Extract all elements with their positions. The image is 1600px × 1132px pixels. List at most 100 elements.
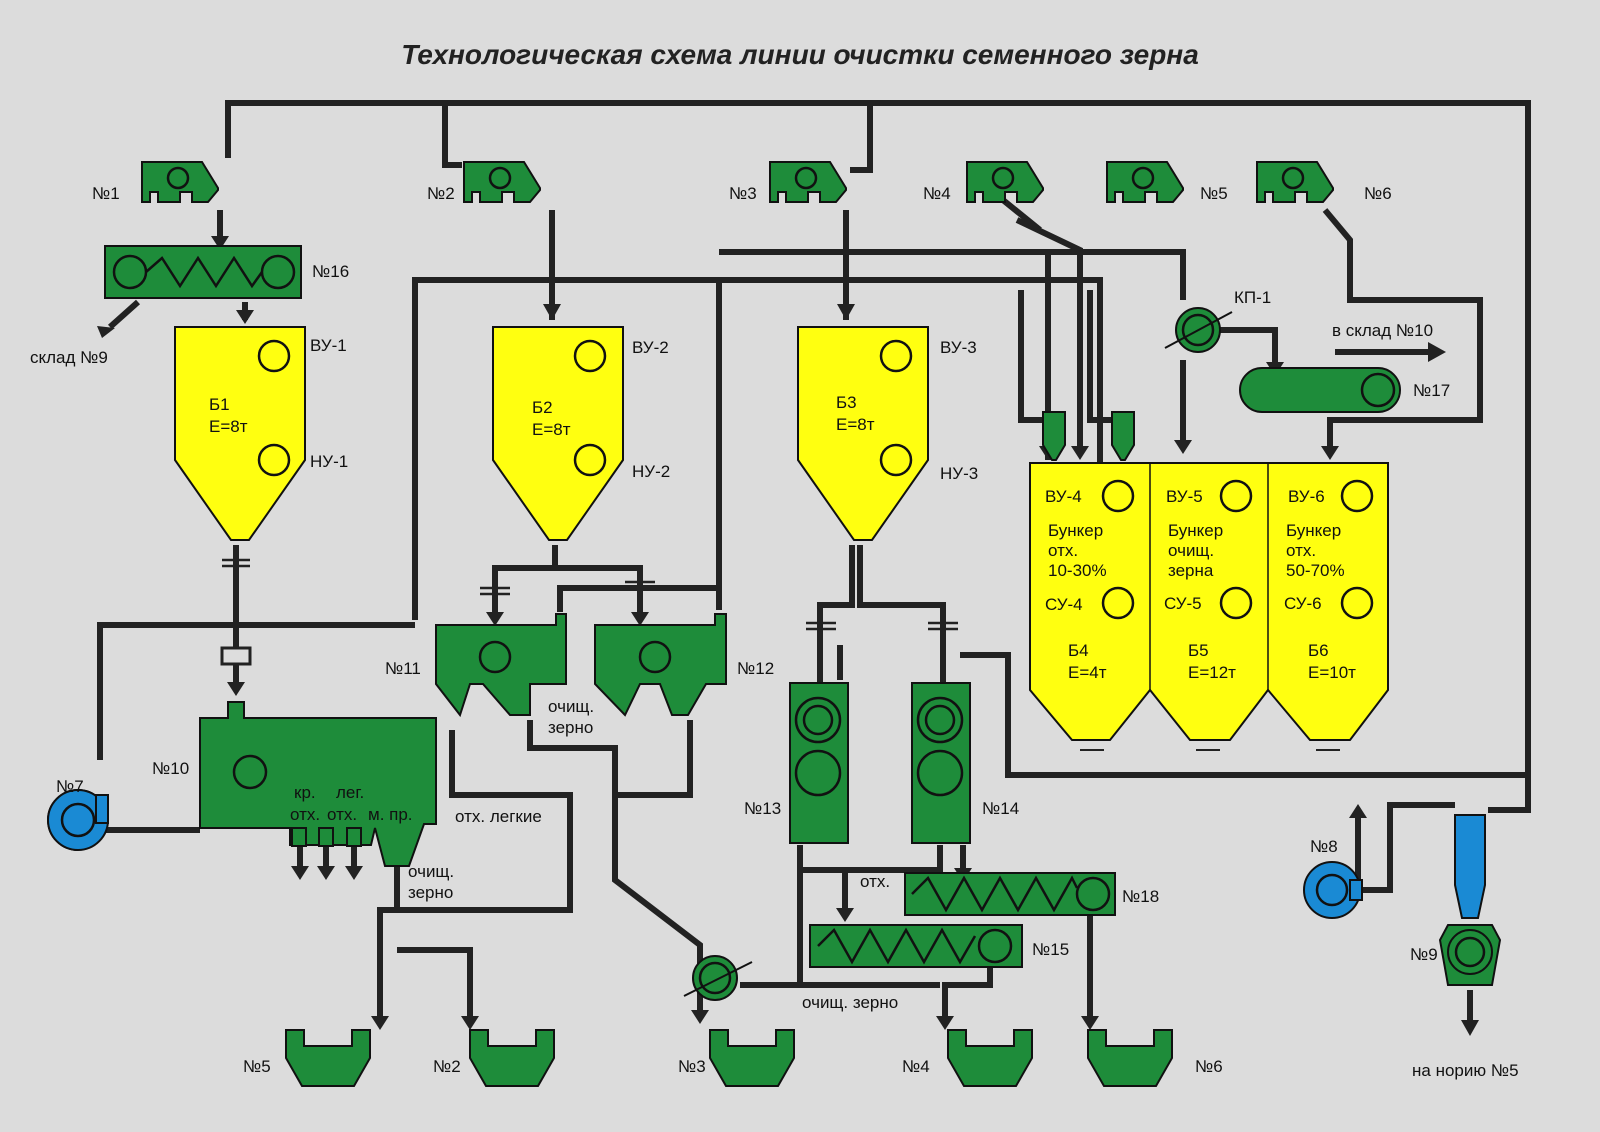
separator-10 — [199, 701, 437, 867]
bunker-b4-line3: 10-30% — [1048, 561, 1107, 580]
bunker-b6-capacity: Е=10т — [1308, 663, 1356, 682]
elevator-6-label: №6 — [1364, 184, 1392, 203]
elevator-2-label: №2 — [427, 184, 455, 203]
conveyor-17-label: №17 — [1413, 381, 1450, 400]
bunker-b4-line2: отх. — [1048, 541, 1078, 560]
bunker-group — [1029, 462, 1389, 751]
pipes — [97, 100, 1531, 1020]
bin-b1-top-level: ВУ-1 — [310, 336, 347, 355]
bin-b2-bottom-level: НУ-2 — [632, 462, 670, 481]
unloader-4 — [947, 1029, 1033, 1087]
separator-12 — [594, 613, 727, 717]
bunker-b6-top-level: ВУ-6 — [1288, 487, 1325, 506]
bin-b1-capacity: Е=8т — [209, 417, 248, 436]
bunker-b6-name: Б6 — [1308, 641, 1329, 660]
conveyor-16-label: №16 — [312, 262, 349, 281]
elevator-3 — [768, 160, 848, 204]
sklad-10-label: в склад №10 — [1332, 321, 1433, 340]
bunker-b5-line1: Бункер — [1168, 521, 1223, 540]
bunker-b5-mid-level: СУ-5 — [1164, 594, 1202, 613]
ochish-label-2: очищ. — [548, 697, 594, 716]
bunker-b6-line2: отх. — [1286, 541, 1316, 560]
column-13-label: №13 — [744, 799, 781, 818]
screw-conveyor-16 — [104, 245, 302, 299]
bunker-b5-line2: очищ. — [1168, 541, 1214, 560]
zerno-label-2: зерно — [548, 718, 593, 737]
belt-conveyor-17 — [1239, 367, 1401, 413]
kp1-label: КП-1 — [1234, 288, 1271, 307]
bunker-b4-capacity: Е=4т — [1068, 663, 1107, 682]
bin-b3-top-level: ВУ-3 — [940, 338, 977, 357]
elevator-3-label: №3 — [729, 184, 757, 203]
separator-11-label: №11 — [385, 659, 421, 678]
otx-legkie-label: отх. легкие — [455, 807, 542, 826]
fan-7 — [47, 789, 109, 851]
cyclone-9-label: №9 — [1410, 945, 1438, 964]
m-pr-label: м. пр. — [368, 805, 413, 824]
elevator-2 — [462, 160, 542, 204]
cyclone-9 — [1438, 814, 1502, 986]
bin-b1: Б1 Е=8т — [174, 326, 306, 541]
bunker-b5-top-level: ВУ-5 — [1166, 487, 1203, 506]
arrows — [97, 236, 1479, 1036]
bin-b3-bottom-level: НУ-3 — [940, 464, 978, 483]
unloader-2 — [469, 1029, 555, 1087]
elevator-4 — [965, 160, 1045, 204]
fan-8 — [1303, 861, 1363, 919]
ochish-zerno-label: очищ. зерно — [802, 993, 898, 1012]
elevator-5 — [1105, 160, 1185, 204]
bin-b3-capacity: Е=8т — [836, 415, 875, 434]
separator-11 — [435, 613, 567, 718]
na-noriu-label: на норию №5 — [1412, 1061, 1519, 1080]
bunker-b5-name: Б5 — [1188, 641, 1209, 660]
elevator-1-label: №1 — [92, 184, 120, 203]
unloader-3 — [709, 1029, 795, 1087]
unloader-6 — [1087, 1029, 1173, 1087]
bin-b3-name: Б3 — [836, 393, 857, 412]
fan-8-label: №8 — [1310, 837, 1338, 856]
bin-b1-name: Б1 — [209, 395, 230, 414]
leg-label: лег. — [336, 783, 364, 802]
column-14 — [911, 682, 971, 844]
rotary-valve-kp1 — [1164, 307, 1233, 353]
elevator-5-label: №5 — [1200, 184, 1228, 203]
fan-7-label: №7 — [56, 777, 84, 796]
bunker-b6-line1: Бункер — [1286, 521, 1341, 540]
sklad-9-label: склад №9 — [30, 348, 108, 367]
bunker-b6-mid-level: СУ-6 — [1284, 594, 1322, 613]
bin-b2-top-level: ВУ-2 — [632, 338, 669, 357]
unloader-4-label: №4 — [902, 1057, 930, 1076]
screw-conveyor-15 — [809, 924, 1023, 968]
unloader-6-label: №6 — [1195, 1057, 1223, 1076]
unloader-3-label: №3 — [678, 1057, 706, 1076]
column-14-label: №14 — [982, 799, 1019, 818]
conveyor-18-label: №18 — [1122, 887, 1159, 906]
bunker-b6-line3: 50-70% — [1286, 561, 1345, 580]
bunker-b4-line1: Бункер — [1048, 521, 1103, 540]
bin-b2: Б2 Е=8т — [492, 326, 624, 541]
unloader-2-label: №2 — [433, 1057, 461, 1076]
gate-valves — [222, 558, 958, 631]
bunker-b5-capacity: Е=12т — [1188, 663, 1236, 682]
unloader-5-label: №5 — [243, 1057, 271, 1076]
distributor-2 — [1111, 411, 1135, 461]
elevator-1 — [140, 160, 220, 204]
bunker-b5-line3: зерна — [1168, 561, 1214, 580]
kr-otx-label: отх. — [290, 805, 320, 824]
ochish-label-1: очищ. — [408, 862, 454, 881]
rotary-valve-bottom — [683, 955, 753, 1001]
bunker-b4-mid-level: СУ-4 — [1045, 595, 1083, 614]
bin-b1-bottom-level: НУ-1 — [310, 452, 348, 471]
separator-12-label: №12 — [737, 659, 774, 678]
leg-otx-label: отх. — [327, 805, 357, 824]
separator-10-label: №10 — [152, 759, 189, 778]
bin-b2-name: Б2 — [532, 398, 553, 417]
unloader-5 — [285, 1029, 371, 1087]
b1-outlet-gate — [220, 646, 252, 666]
conveyor-15-label: №15 — [1032, 940, 1069, 959]
diagram-title: Технологическая схема линии очистки семе… — [401, 39, 1199, 70]
elevator-6 — [1255, 160, 1335, 204]
bunker-b4-name: Б4 — [1068, 641, 1089, 660]
column-13 — [789, 682, 849, 844]
